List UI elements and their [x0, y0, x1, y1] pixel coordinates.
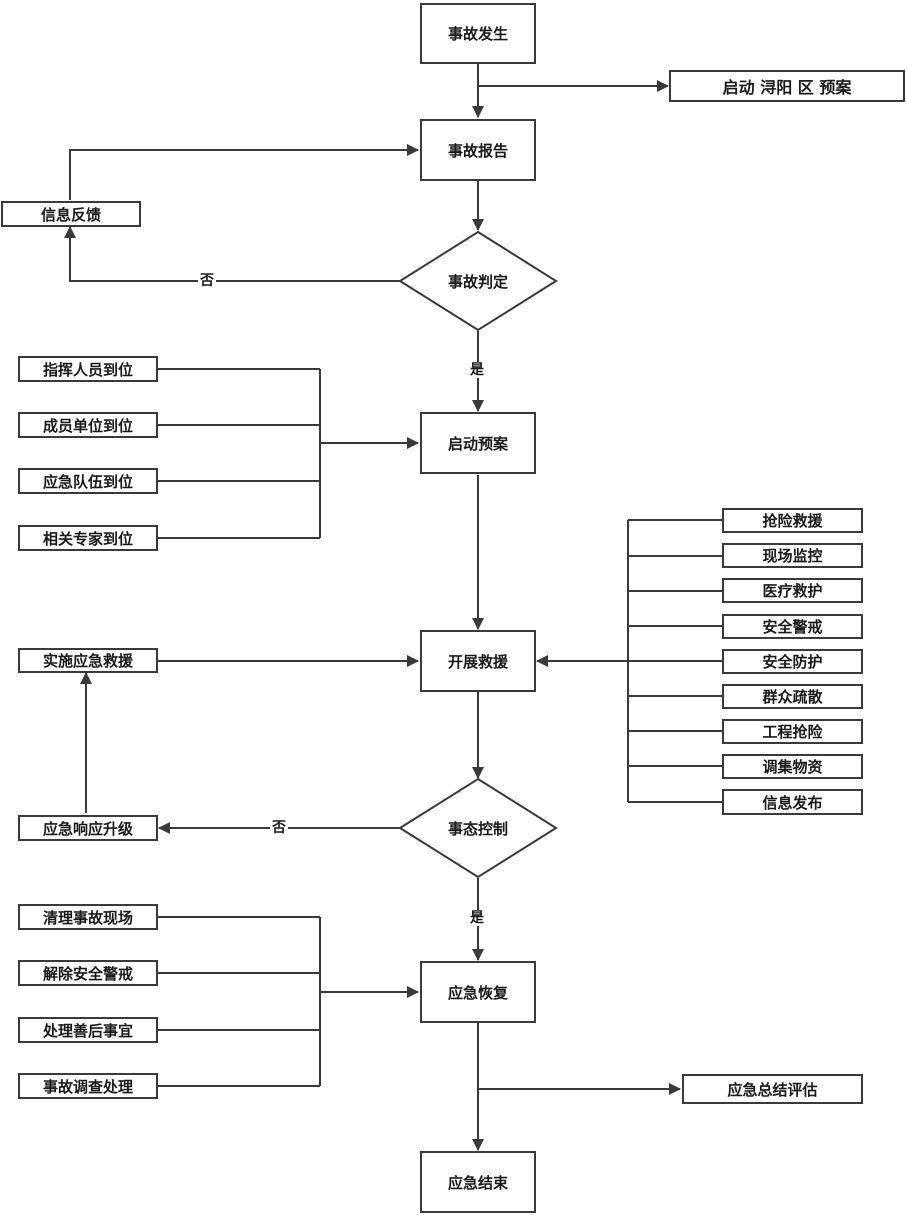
node-recovery: 应急恢复 — [420, 961, 536, 1023]
node-escalate: 应急响应升级 — [18, 815, 158, 841]
recovery-input-1: 清理事故现场 — [18, 904, 158, 930]
judge-diamond — [398, 230, 558, 332]
rescue-input-1: 抢险救援 — [722, 508, 863, 533]
node-start: 事故发生 — [420, 3, 536, 64]
edge-feedback-report — [69, 144, 419, 200]
launch-input-4: 相关专家到位 — [18, 525, 158, 551]
recovery-input-3: 处理善后事宜 — [18, 1017, 158, 1043]
recovery-input-2: 解除安全警戒 — [18, 960, 158, 986]
rescue-input-6: 群众疏散 — [722, 684, 863, 709]
node-report: 事故报告 — [420, 119, 536, 181]
edge-label-control-yes: 是 — [468, 910, 486, 926]
rescue-input-5: 安全防护 — [722, 649, 863, 674]
launch-input-2: 成员单位到位 — [18, 412, 158, 438]
control-diamond — [398, 777, 558, 879]
launch-input-3: 应急队伍到位 — [18, 468, 158, 494]
node-district-plan: 启动 浔阳 区 预案 — [669, 70, 905, 102]
edge-label-judge-no: 否 — [198, 273, 216, 289]
rescue-input-3: 医疗救护 — [722, 578, 863, 603]
node-summary: 应急总结评估 — [682, 1074, 863, 1104]
rescue-input-7: 工程抢险 — [722, 719, 863, 744]
node-rescue: 开展救援 — [420, 630, 536, 692]
node-launch-plan: 启动预案 — [420, 412, 536, 474]
rescue-input-9: 信息发布 — [722, 789, 863, 815]
edge-label-judge-yes: 是 — [468, 362, 486, 378]
launch-input-1: 指挥人员到位 — [18, 356, 158, 382]
recovery-input-4: 事故调查处理 — [18, 1073, 158, 1099]
node-implement-rescue: 实施应急救援 — [18, 648, 158, 673]
edge-judge-no-feedback — [64, 226, 400, 282]
rescue-input-4: 安全警戒 — [722, 614, 863, 639]
node-feedback: 信息反馈 — [1, 201, 141, 227]
node-end: 应急结束 — [420, 1151, 536, 1213]
rescue-input-8: 调集物资 — [722, 754, 863, 779]
rescue-input-2: 现场监控 — [722, 543, 863, 568]
node-judge: 事故判定 — [447, 272, 508, 291]
node-situation-control: 事态控制 — [447, 819, 508, 838]
edge-label-control-no: 否 — [270, 820, 288, 836]
